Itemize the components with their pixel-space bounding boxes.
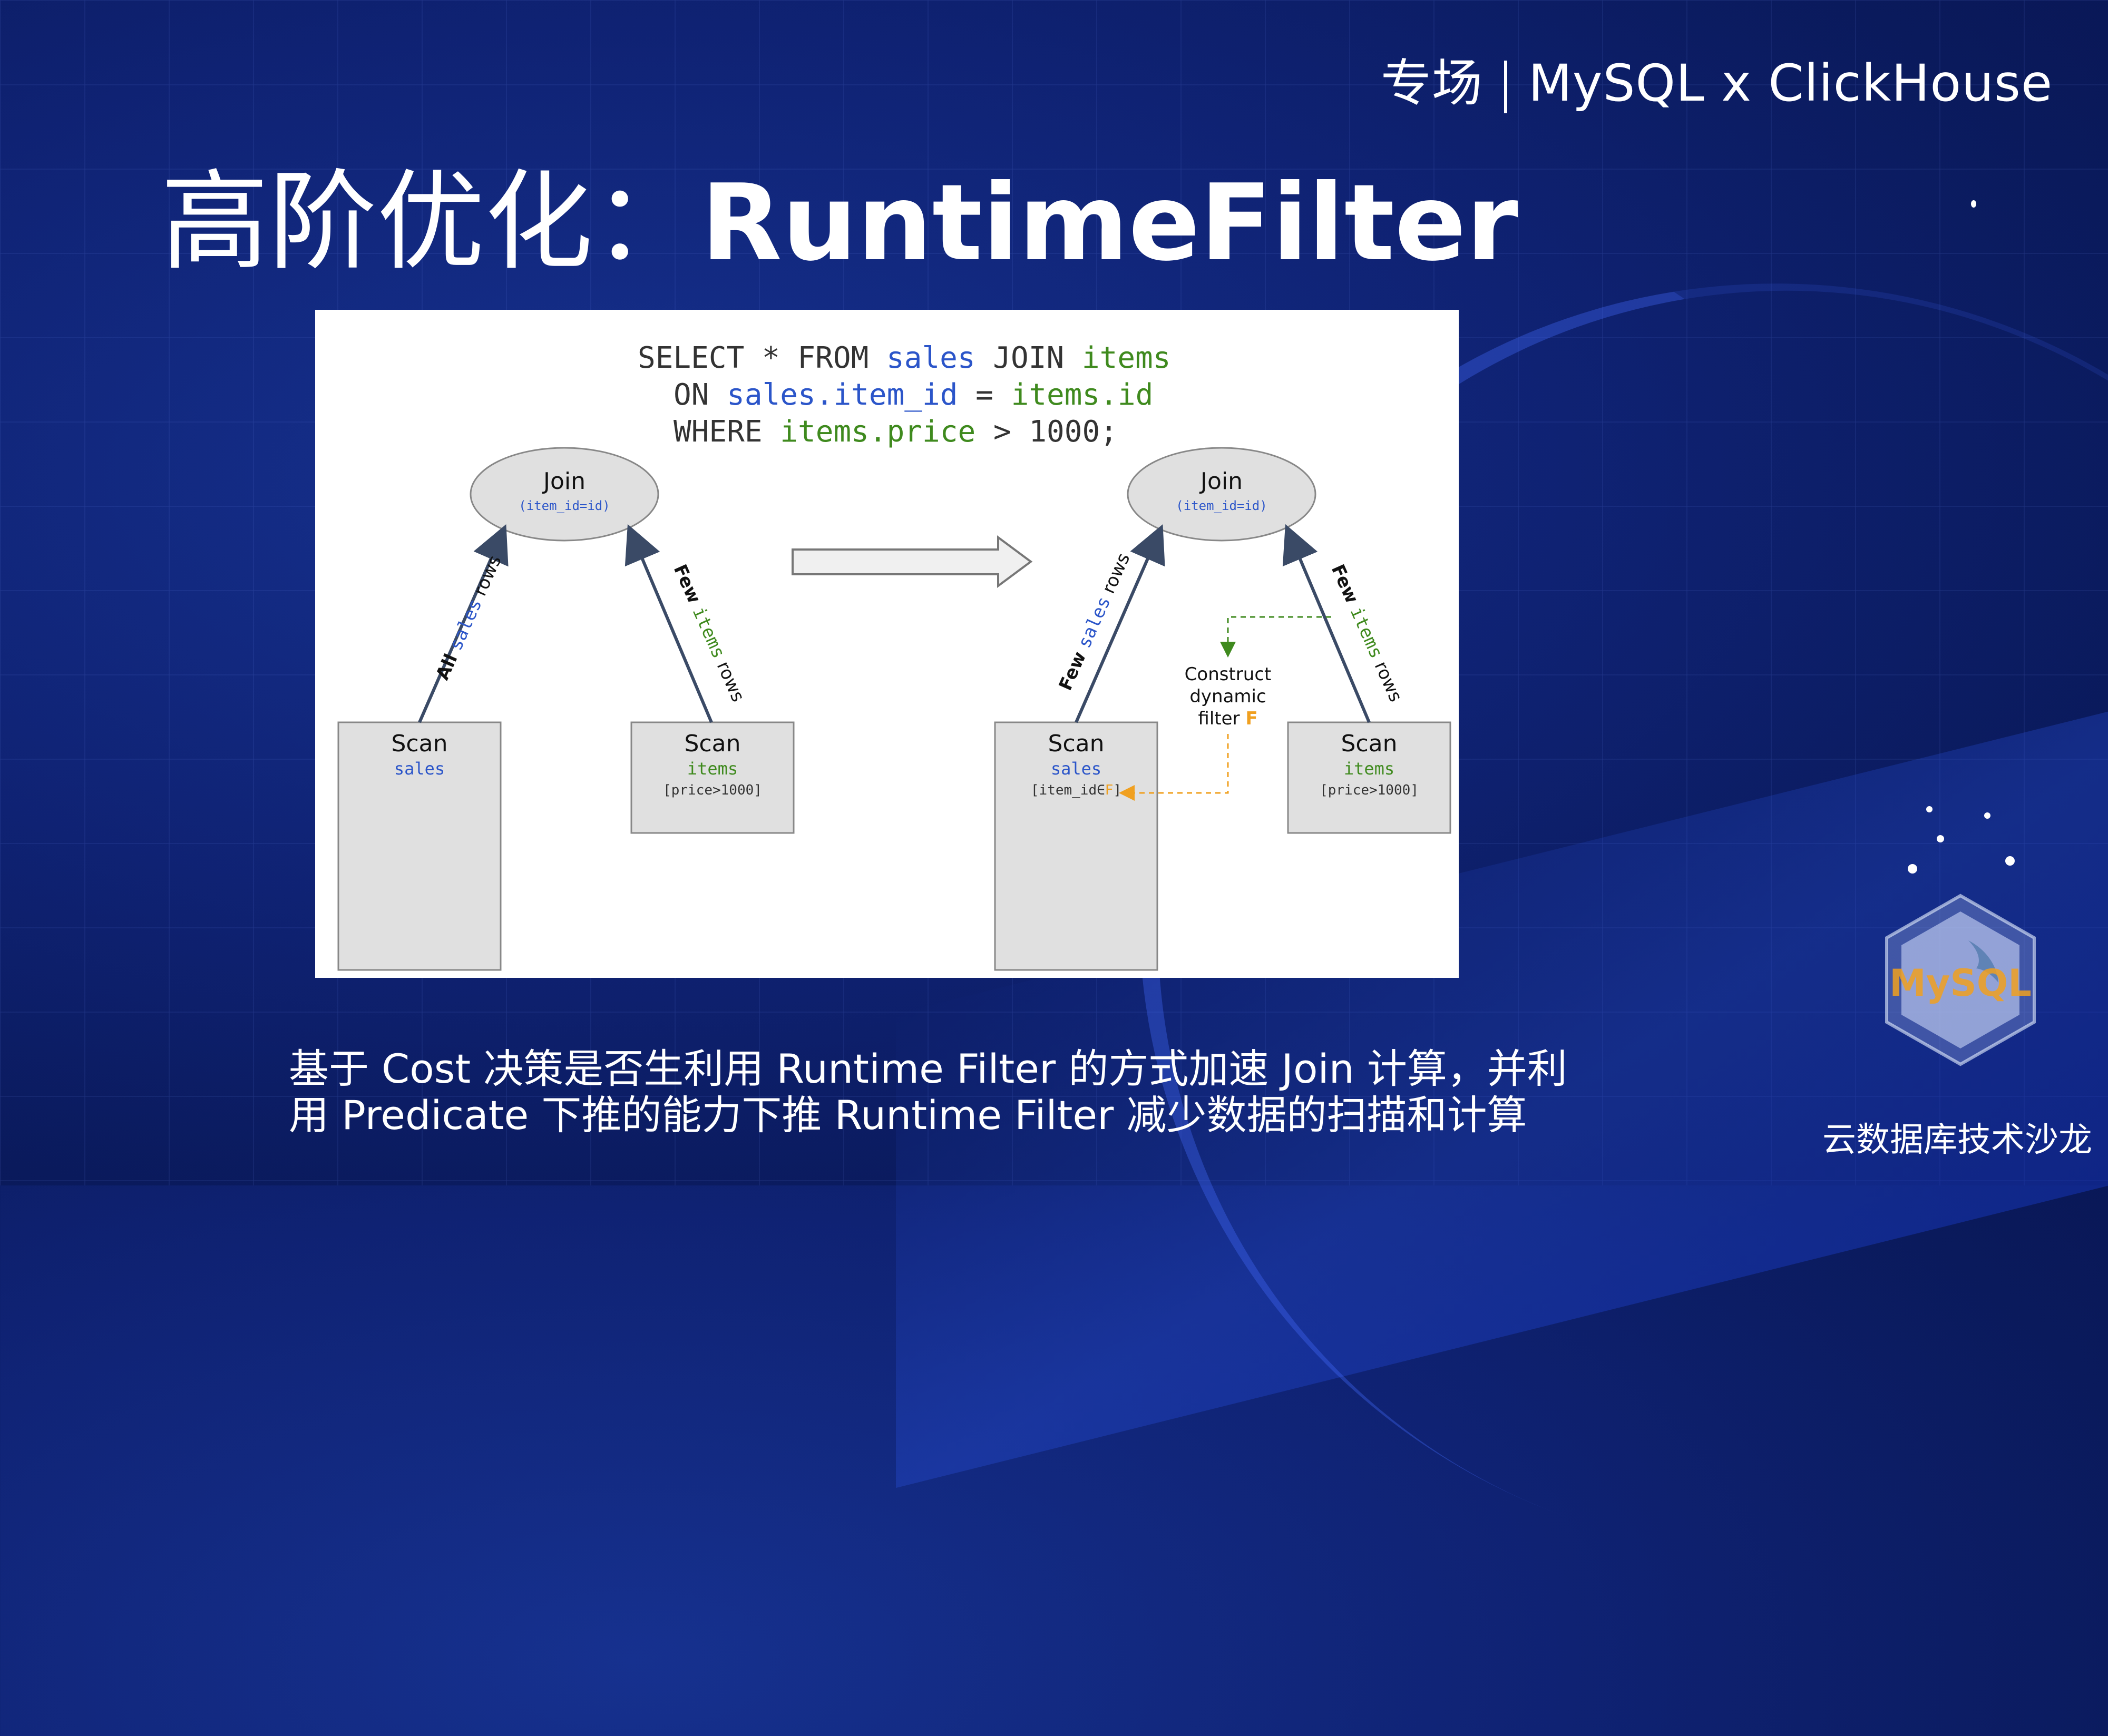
left-edge-sales	[418, 524, 509, 723]
right-scan-sales-table: sales	[1051, 759, 1101, 779]
right-edge-items	[1282, 524, 1371, 723]
mysql-logo-text: MySQL	[1889, 962, 2032, 1005]
left-scan-sales-table: sales	[394, 759, 445, 779]
right-edge-sales	[1075, 524, 1165, 723]
sql-line-3: WHERE items.price > 1000;	[674, 415, 1118, 449]
caption-line-2: 用 Predicate 下推的能力下推 Runtime Filter 减少数据的…	[289, 1092, 1527, 1139]
left-scan-sales-box	[337, 721, 502, 971]
slide-title: 高阶优化：RuntimeFilter	[161, 134, 1518, 291]
left-edge-items-label: Few items rows	[669, 561, 749, 705]
footer-text: 云数据库技术沙龙	[1822, 1121, 2092, 1160]
decor-dot	[1971, 200, 1976, 208]
svg-text:Construct: Construct	[1185, 664, 1272, 685]
decor-dot	[1926, 806, 1933, 812]
left-scan-items-pred: [price>1000]	[663, 782, 762, 798]
left-scan-items-label: Scan	[685, 730, 741, 757]
decor-dot	[2005, 856, 2015, 866]
apply-filter-arrow	[1119, 734, 1229, 801]
right-scan-sales-label: Scan	[1048, 730, 1105, 757]
left-join-cond: (item_id=id)	[519, 498, 610, 513]
right-scan-items-box	[1287, 721, 1451, 834]
title-cn: 高阶优化：	[161, 160, 701, 285]
brand-left: 专场	[1380, 54, 1483, 113]
left-join-node	[470, 447, 659, 542]
decor-dot	[1908, 864, 1917, 874]
left-edge-items	[624, 524, 713, 723]
sql-query: SELECT * FROM sales JOIN items ON sales.…	[638, 341, 1170, 449]
brand-right: MySQL x ClickHouse	[1528, 54, 2053, 113]
right-scan-sales-box	[994, 721, 1158, 971]
right-scan-sales-pred: [item_id∈F]	[1031, 782, 1121, 798]
decor-dot	[1937, 835, 1944, 842]
right-edge-items-label: Few items rows	[1327, 561, 1407, 705]
left-join-label: Join	[542, 468, 585, 495]
right-join-label: Join	[1199, 468, 1243, 495]
diagram-svg: SELECT * FROM sales JOIN items ON sales.…	[337, 341, 1451, 971]
left-edge-sales-label: All sales rows	[432, 552, 506, 683]
sql-line-1: SELECT * FROM sales JOIN items	[638, 341, 1170, 375]
caption-line-1: 基于 Cost 决策是否生利用 Runtime Filter 的方式加速 Joi…	[289, 1045, 1567, 1092]
sql-line-2: ON sales.item_id = items.id	[674, 378, 1153, 412]
brand-separator	[1504, 60, 1507, 113]
left-scan-items-box	[630, 721, 795, 834]
right-plan: Join (item_id=id) Scan sales [item_id∈F]…	[994, 447, 1451, 971]
header-brand: 专场 MySQL x ClickHouse	[1381, 42, 2053, 115]
right-scan-items-pred: [price>1000]	[1320, 782, 1419, 798]
svg-text:filter F: filter F	[1198, 708, 1257, 729]
right-scan-items-label: Scan	[1341, 730, 1398, 757]
right-edge-sales-label: Few sales rows	[1055, 550, 1135, 694]
runtime-filter-diagram: SELECT * FROM sales JOIN items ON sales.…	[315, 310, 1459, 978]
right-join-node	[1127, 447, 1316, 542]
construct-filter-arrow	[1220, 616, 1331, 658]
slide-caption: 基于 Cost 决策是否生利用 Runtime Filter 的方式加速 Joi…	[289, 1045, 1567, 1139]
mysql-logo: MySQL	[1876, 890, 2045, 1080]
decor-dot	[1984, 812, 1990, 819]
right-join-cond: (item_id=id)	[1176, 498, 1267, 513]
mysql-dolphin-icon	[1968, 940, 1998, 983]
title-en: RuntimeFilter	[701, 162, 1518, 285]
right-scan-items-table: items	[1344, 759, 1394, 779]
left-plan: Join (item_id=id) Scan sales Scan items …	[337, 447, 795, 971]
svg-text:dynamic: dynamic	[1189, 686, 1266, 707]
construct-filter-label: Construct dynamic filter F	[1185, 664, 1272, 729]
left-scan-sales-label: Scan	[392, 730, 448, 757]
left-scan-items-table: items	[687, 759, 738, 779]
transform-arrow-icon	[792, 535, 1033, 588]
